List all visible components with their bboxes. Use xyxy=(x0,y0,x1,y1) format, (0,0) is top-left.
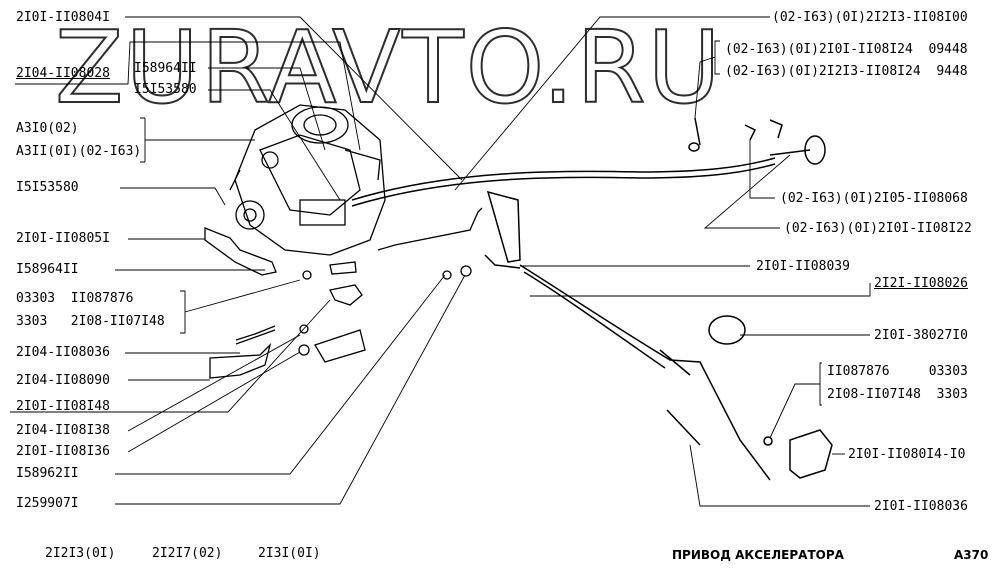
label-right-12: 2I0I-II08036 xyxy=(874,499,968,514)
carburetor-drawing xyxy=(229,104,386,256)
label-right-6: 2I0I-II08039 xyxy=(756,259,850,274)
label-left-14: 2I0I-II08I48 xyxy=(16,399,110,414)
label-left-13: 2I04-II08090 xyxy=(16,373,110,388)
label-right-2: (02-I63)(0I)2I0I-II08I24 09448 xyxy=(725,42,968,57)
label-left-8: 2I0I-II0805I xyxy=(16,231,110,246)
label-left-16: 2I0I-II08I36 xyxy=(16,444,110,459)
label-left-3: I58964II xyxy=(134,61,197,76)
label-right-7: 2I2I-II08026 xyxy=(874,276,968,291)
label-left-5: A3I0(02) xyxy=(16,121,79,136)
label-left-18: I259907I xyxy=(16,496,79,511)
label-left-15: 2I04-II08I38 xyxy=(16,423,110,438)
label-left-2: 2I04-II08028 xyxy=(16,66,110,81)
label-left-7: I5I53580 xyxy=(16,180,79,195)
model-3: 2I3I(0I) xyxy=(258,546,321,561)
label-right-3: (02-I63)(0I)2I2I3-II08I24 9448 xyxy=(725,64,968,79)
label-right-1: (02-I63)(0I)2I2I3-II08I00 xyxy=(772,10,968,25)
model-2: 2I2I7(02) xyxy=(152,546,223,561)
small-parts-drawing xyxy=(204,207,483,379)
label-left-1: 2I0I-II0804I xyxy=(16,10,110,25)
label-left-11: 3303 2I08-II07I48 xyxy=(16,314,165,329)
label-right-11: 2I0I-II080I4-I0 xyxy=(848,447,966,462)
label-left-17: I58962II xyxy=(16,466,79,481)
sheet-number: A370 xyxy=(954,548,989,562)
label-left-9: I58964II xyxy=(16,262,79,277)
label-right-4: (02-I63)(0I)2I05-II08068 xyxy=(780,191,968,206)
diagram-title: ПРИВОД АКСЕЛЕРАТОРА xyxy=(672,548,844,562)
model-1: 2I2I3(0I) xyxy=(45,546,116,561)
cable-and-pedal-drawing xyxy=(351,117,833,481)
watermark: ZURAVTO.RU xyxy=(54,9,723,126)
label-left-12: 2I04-II08036 xyxy=(16,345,110,360)
label-left-6: A3II(0I)(02-I63) xyxy=(16,144,142,159)
label-right-5: (02-I63)(0I)2I0I-II08I22 xyxy=(784,221,972,236)
label-left-10: 03303 II087876 xyxy=(16,291,134,306)
label-left-4: I5I53580 xyxy=(134,82,197,97)
label-right-8: 2I0I-38027I0 xyxy=(874,328,968,343)
label-right-10: 2I08-II07I48 3303 xyxy=(827,387,968,402)
label-right-9: II087876 03303 xyxy=(827,364,968,379)
leader-lines xyxy=(10,16,871,507)
